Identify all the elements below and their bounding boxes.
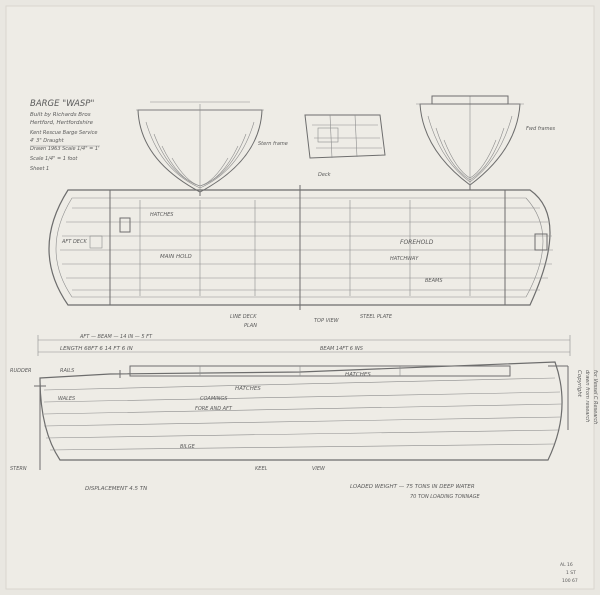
title-line-2: Hertford, Hertfordshire (30, 120, 94, 126)
copyright-line-1: Copyright (576, 370, 582, 398)
profile-coamings: COAMINGS (200, 396, 228, 402)
profile-rudder: RUDDER (10, 368, 31, 374)
body-section-aft: Stern frame (136, 101, 288, 196)
stamp-line-1: AL 16 (560, 562, 573, 568)
body-section-fwd: Fwd frames (416, 95, 556, 190)
note-displacement: DISPLACEMENT 4.5 TN (85, 486, 147, 492)
profile-bilge: BILGE (180, 444, 196, 450)
title-block: BARGE "WASP" Built by Richards Bros Hert… (30, 99, 100, 172)
title-line-3: Kent Rescue Barge Service (30, 130, 98, 136)
profile-fore-and-aft: FORE AND AFT (195, 406, 233, 412)
title-line-4: 4' 3" Draught (30, 138, 65, 144)
plan-hatchway: HATCHWAY (390, 256, 419, 262)
dimension-lines: AFT — BEAM — 14 IN — 5 FT LENGTH 68FT 6 … (37, 334, 571, 356)
plan-beams: BEAMS (425, 278, 443, 284)
profile-view: HATCHES HATCHES COAMINGS FORE AND AFT RA… (10, 361, 569, 472)
plan-aft-deck: AFT DECK (61, 239, 87, 245)
plan-plan: PLAN (244, 323, 257, 329)
plan-fore-hold: FOREHOLD (400, 239, 434, 246)
label-deck: Deck (318, 172, 332, 178)
plan-view: AFT DECK HATCHES MAIN HOLD FOREHOLD HATC… (48, 185, 553, 329)
copyright-note: Copyright drawn from research for Vessel… (576, 370, 598, 424)
profile-stern: STERN (10, 466, 27, 472)
title-line-7: Sheet 1 (30, 166, 49, 172)
stamp-line-3: 100 67 (562, 578, 578, 584)
copyright-line-2: drawn from research (584, 370, 590, 422)
profile-wales: WALES (58, 396, 76, 402)
profile-hatches: HATCHES (235, 386, 261, 392)
profile-hatches-2: HATCHES (345, 372, 371, 378)
profile-view-label: VIEW (312, 466, 326, 472)
deck-section: Deck (304, 114, 386, 178)
notes: DISPLACEMENT 4.5 TN LOADED WEIGHT — 75 T… (85, 484, 481, 500)
dim-length: LENGTH 68FT 6 14 FT 6 IN (60, 346, 133, 352)
title-line-1: Built by Richards Bros (30, 112, 91, 118)
plan-main-hold: MAIN HOLD (160, 254, 192, 260)
profile-keel: KEEL (255, 466, 268, 472)
stamp-line-2: 1 ST (566, 570, 576, 576)
title-line-5: Drawn 1963 Scale 1/4" = 1' (30, 146, 99, 152)
copyright-line-3: for Vessel C Research (592, 370, 598, 424)
plan-hatches: HATCHES (150, 212, 174, 218)
title-line-6: Scale 1/4" = 1 foot (30, 156, 78, 162)
note-tonnage: 70 TON LOADING TONNAGE (410, 494, 481, 500)
plan-top-view: TOP VIEW (314, 318, 340, 324)
dim-breadth: AFT — BEAM — 14 IN — 5 FT (79, 334, 153, 340)
label-fwd-frames: Fwd frames (526, 126, 556, 132)
plan-line-deck: LINE DECK (230, 314, 257, 320)
label-stern-frame: Stern frame (258, 141, 288, 147)
dim-beam: BEAM 14FT 6 INS (320, 346, 364, 352)
title-heading: BARGE "WASP" (30, 99, 94, 109)
note-loaded-weight: LOADED WEIGHT — 75 TONS IN DEEP WATER (350, 484, 475, 490)
archive-stamp: AL 16 1 ST 100 67 (560, 562, 578, 584)
plan-steel-plate: STEEL PLATE (360, 314, 393, 320)
profile-rails: RAILS (60, 368, 75, 374)
